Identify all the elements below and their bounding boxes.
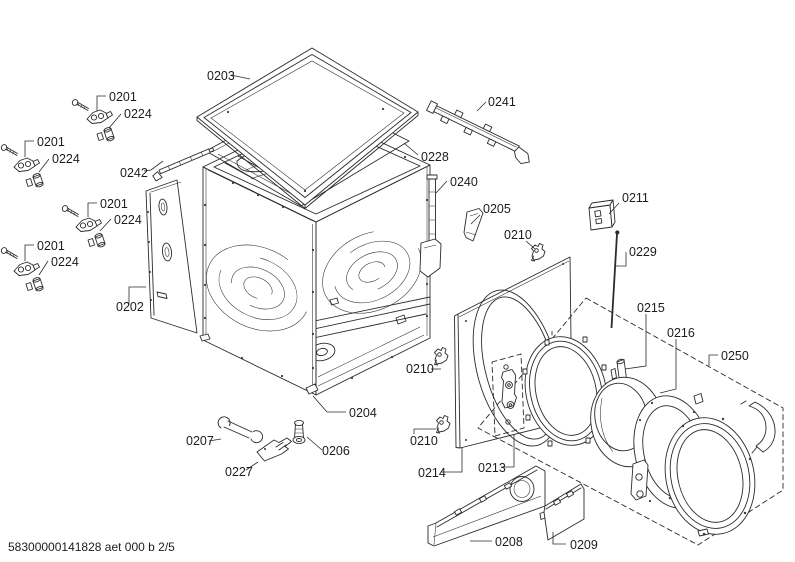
part-label-0210-1: 0210	[504, 228, 532, 242]
wrench-0207	[217, 416, 263, 444]
part-label-0224-1: 0224	[124, 107, 152, 121]
part-label-0202: 0202	[116, 300, 144, 314]
rail-0242	[152, 147, 215, 182]
screw-set-2	[0, 143, 45, 189]
door-trim-arc	[740, 400, 776, 454]
part-label-0214: 0214	[418, 466, 446, 480]
rail-0241	[426, 100, 530, 164]
part-label-0201-1: 0201	[109, 90, 137, 104]
door-outer-ring	[664, 417, 756, 537]
part-label-0250: 0250	[721, 349, 749, 363]
part-label-0241: 0241	[488, 95, 516, 109]
door-lock-0211	[588, 199, 616, 231]
part-label-0215: 0215	[637, 301, 665, 315]
part-label-0229: 0229	[629, 245, 657, 259]
part-label-0224-4: 0224	[51, 255, 79, 269]
hinge-zone-0213	[491, 353, 525, 437]
hinge-clip-2	[434, 347, 449, 366]
clamp-0227	[256, 437, 292, 462]
part-label-0224-2: 0224	[52, 152, 80, 166]
part-label-0210-3: 0210	[410, 434, 438, 448]
part-label-0208: 0208	[495, 535, 523, 549]
part-label-0211: 0211	[622, 191, 649, 205]
part-label-0201-3: 0201	[100, 197, 128, 211]
part-label-0227: 0227	[225, 465, 253, 479]
part-label-0205: 0205	[483, 202, 511, 216]
hinge-clip-3	[436, 415, 451, 434]
part-label-0207: 0207	[186, 434, 214, 448]
part-label-0203: 0203	[207, 69, 235, 83]
flap-0209	[539, 483, 585, 541]
callout-labels: 0201 0224 0201 0224 0201 0224 0201 0224 …	[37, 69, 749, 552]
part-label-0216: 0216	[667, 326, 695, 340]
screw-set-1	[70, 98, 116, 143]
part-label-0240: 0240	[450, 175, 478, 189]
hinge-clip-1	[531, 243, 546, 262]
side-panel	[145, 179, 198, 334]
part-label-0228: 0228	[421, 150, 449, 164]
part-label-0209: 0209	[570, 538, 598, 552]
door-inner-ring	[522, 336, 610, 447]
document-code: 58300000141828 aet 000 b 2/5	[8, 540, 175, 554]
part-label-0204: 0204	[349, 406, 377, 420]
top-panel	[196, 47, 419, 209]
strip-0240	[419, 174, 442, 278]
foot-0206	[292, 419, 306, 445]
bracket-0205	[463, 208, 484, 242]
part-label-0206: 0206	[322, 444, 350, 458]
part-label-0201-4: 0201	[37, 239, 65, 253]
part-label-0213: 0213	[478, 461, 506, 475]
rod-0229	[610, 230, 620, 329]
part-label-0210-2: 0210	[406, 362, 434, 376]
screw-set-4	[0, 246, 45, 293]
part-label-0201-2: 0201	[37, 135, 65, 149]
part-label-0224-3: 0224	[114, 213, 142, 227]
screw-set-3	[60, 204, 107, 249]
pin-0215	[610, 358, 627, 382]
plinth-0208	[427, 465, 546, 547]
part-label-0242: 0242	[120, 166, 148, 180]
leader-lines	[24, 74, 718, 545]
